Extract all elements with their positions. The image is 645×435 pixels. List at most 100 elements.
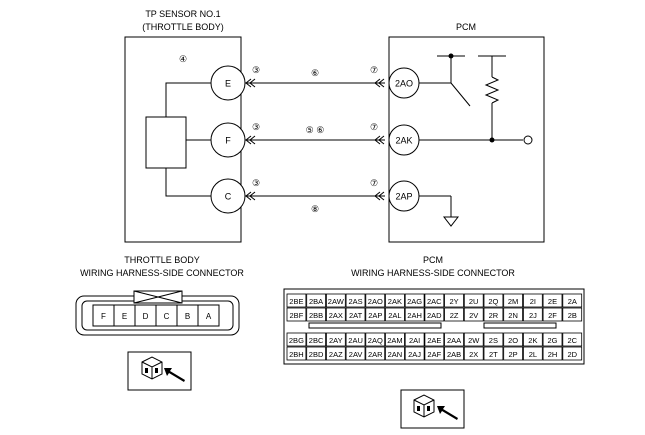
pcm-cavity-label: 2Y [450, 297, 459, 306]
pcm-cavity-label: 2P [509, 350, 518, 359]
pcm-cavity-label: 2B [568, 311, 577, 320]
pcm-cavity-label: 2BB [309, 311, 323, 320]
pcm-cavity-label: 2AF [427, 350, 441, 359]
pcm-cavity-label: 2AU [348, 336, 363, 345]
pcm-cavity [562, 346, 583, 361]
pcm-cavity [523, 307, 543, 322]
pcm-cavity-label: 2E [548, 297, 557, 306]
pcm-cavity [404, 332, 425, 347]
pcm-cavity-label: 2AJ [408, 350, 421, 359]
pcm-cavity-label: 2Q [488, 297, 498, 306]
pcm-cavity [463, 307, 484, 322]
connector-view-icon-left [127, 351, 192, 391]
pcm-cavity-label: 2AY [329, 336, 343, 345]
pcm-cavity [444, 293, 464, 308]
pcm-cavity [365, 307, 386, 322]
pcm-cavity-label: 2D [568, 350, 578, 359]
pcm-cavity [424, 332, 445, 347]
pcm-connector-key-right [483, 322, 557, 329]
pcm-cavity-label: 2AR [368, 350, 383, 359]
sensor-lead-top [165, 82, 211, 117]
pcm-cavity [424, 293, 445, 308]
pcm-cavity [542, 307, 563, 322]
pcm-cavity-label: 2AT [349, 311, 363, 320]
pcm-pin-2ao-note: ⑦ [370, 65, 378, 75]
pcm-cavity [523, 346, 543, 361]
pcm-cavity-label: 2R [489, 311, 499, 320]
pcm-cavity-label: 2AI [409, 336, 420, 345]
pcm-cavity [286, 346, 307, 361]
throttle-cavity [197, 304, 220, 327]
pcm-cavity [385, 293, 405, 308]
pcm-cavity [306, 332, 327, 347]
pcm-cavity-label: 2AC [427, 297, 442, 306]
pcm-pin-2ak-label: 2AK [395, 136, 412, 146]
pcm-cavity-label: 2N [508, 311, 518, 320]
pcm-cavity-label: 2AQ [368, 336, 383, 345]
pcm-connector-subtitle: WIRING HARNESS-SIDE CONNECTOR [351, 268, 515, 278]
pcm-cavity [404, 346, 425, 361]
pcm-cavity [503, 346, 524, 361]
sensor-pin-c-note: ③ [252, 178, 260, 188]
pcm-cavity-label: 2J [529, 311, 537, 320]
pcm-cavity [365, 346, 386, 361]
pcm-cavity [562, 332, 583, 347]
pcm-cavity [345, 307, 366, 322]
sensor-subtitle: (THROTTLE BODY) [142, 22, 224, 32]
pcm-cavity-label: 2AD [427, 311, 442, 320]
pcm-connector-key-left [308, 322, 442, 329]
pcm-cavity-label: 2K [528, 336, 537, 345]
pcm-cavity-label: 2S [489, 336, 498, 345]
pcm-cavity [325, 332, 346, 347]
pcm-cavity-label: 2AN [388, 350, 403, 359]
pcm-cavity-label: 2AO [368, 297, 383, 306]
pcm-cavity-label: 2O [508, 336, 518, 345]
pcm-cavity [286, 307, 307, 322]
pcm-cavity [503, 332, 524, 347]
pcm-cavity-label: 2AZ [329, 350, 343, 359]
pcm-pin-2ak-note: ⑦ [370, 122, 378, 132]
pcm-cavity [463, 293, 484, 308]
pcm-cavity [306, 293, 327, 308]
pcm-connector-title: PCM [423, 255, 443, 265]
pcm-cavity [365, 293, 386, 308]
pcm-cavity-label: 2AP [368, 311, 382, 320]
pcm-cavity-label: 2H [548, 350, 558, 359]
sensor-title: TP SENSOR NO.1 [145, 9, 220, 19]
pcm-cavity [325, 346, 346, 361]
pcm-cavity-label: 2Z [450, 311, 459, 320]
sensor-lead-bottom [165, 168, 211, 197]
pcm-cavity [562, 307, 583, 322]
sensor-pin-c-label: C [225, 192, 232, 202]
pcm-cavity [286, 332, 307, 347]
pcm-cavity [404, 293, 425, 308]
pcm-internal-circuit [419, 55, 533, 227]
pcm-cavity [365, 332, 386, 347]
pcm-cavity [345, 332, 366, 347]
pcm-cavity [483, 332, 504, 347]
junction-dot-top [448, 53, 454, 59]
sensor-pin-e-label: E [225, 79, 231, 89]
pcm-cavity [286, 293, 307, 308]
pcm-cavity-label: 2F [548, 311, 557, 320]
pcm-cavity-label: 2AW [328, 297, 345, 306]
junction-dot-mid [489, 137, 495, 143]
throttle-cavity-label: B [185, 312, 190, 321]
pcm-cavity [523, 332, 543, 347]
pcm-cavity [385, 332, 405, 347]
wire-e [245, 78, 385, 88]
throttle-cavity-label: C [164, 312, 170, 321]
sensor-pin-f-label: F [225, 136, 231, 146]
pcm-cavity-label: 2AX [329, 311, 343, 320]
sensor-note: ④ [179, 54, 187, 64]
pcm-cavity-label: 2BE [289, 297, 303, 306]
pcm-title: PCM [456, 22, 476, 32]
pcm-cavity [444, 332, 464, 347]
pcm-cavity-label: 2BG [289, 336, 304, 345]
pcm-cavity-label: 2M [508, 297, 518, 306]
pcm-pin-2ao-label: 2AO [395, 79, 413, 89]
wire-c [245, 191, 385, 201]
wire-e-note: ⑥ [311, 68, 319, 78]
